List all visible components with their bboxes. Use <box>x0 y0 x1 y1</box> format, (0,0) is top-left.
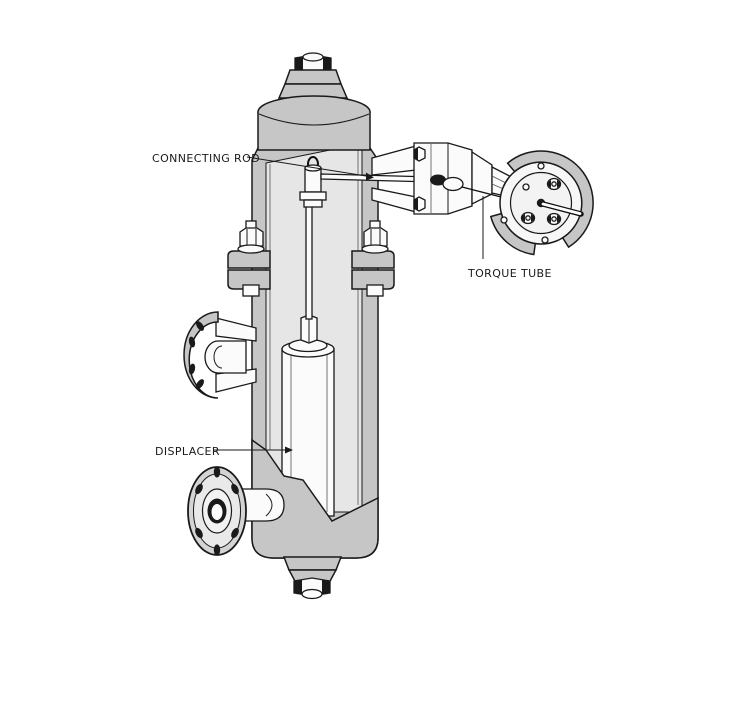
nozzle-neck-top <box>215 317 257 342</box>
mid-flange <box>227 220 395 297</box>
nozzle-neck-bottom <box>215 368 257 393</box>
hanger-flange <box>299 191 327 201</box>
inner-hole <box>522 183 530 191</box>
flange-bolt <box>546 212 562 226</box>
bolt-shade <box>522 214 525 222</box>
bolt-shade <box>557 180 560 188</box>
bolt-shade <box>548 215 551 223</box>
nozzle-bolt-hole <box>196 379 204 389</box>
nozzle-bore <box>204 340 247 374</box>
hanger-rod <box>305 198 313 320</box>
flange-slab-left-upper <box>227 250 271 269</box>
pivot-knife-edge <box>430 174 446 186</box>
washer-left <box>237 244 265 254</box>
leader-arrow-displacer <box>285 446 293 454</box>
bolt-hole <box>213 466 221 478</box>
bolt-hole <box>195 483 203 495</box>
label-connecting-rod: CONNECTING ROD <box>152 152 260 165</box>
label-torque-tube: TORQUE TUBE <box>467 267 552 280</box>
nozzle-bore-arc <box>213 345 223 369</box>
head-shell <box>257 112 371 151</box>
nut-left <box>239 227 264 247</box>
bolt-shade <box>548 180 551 188</box>
arm-plate-top <box>371 145 417 176</box>
nozzle-flange-ring <box>183 311 219 399</box>
leader-arrow-connecting-rod <box>366 172 374 181</box>
drain-plug-tip <box>301 588 323 600</box>
bolt-hole <box>231 483 239 495</box>
flange-neck <box>241 488 285 522</box>
center-bore <box>211 504 223 520</box>
arm-taper <box>471 150 493 206</box>
nut-right <box>363 227 388 247</box>
clamp-bolt-bottom-shade <box>414 198 418 210</box>
nozzle-bolt-hole <box>188 363 196 375</box>
label-displacer: DISPLACER <box>155 445 220 458</box>
clamp-collar-arc-top <box>506 150 594 249</box>
nozzle-bolt-hole <box>188 336 196 348</box>
flange-bolt <box>520 211 536 225</box>
ring-hole <box>541 236 549 244</box>
clamp-collar-arc-bottom <box>489 212 537 256</box>
bolt-hole <box>213 544 221 556</box>
torque-rod <box>461 186 506 199</box>
drain-boss <box>282 556 343 571</box>
head-weld-line <box>258 113 370 126</box>
upper-left-nozzle <box>183 311 257 399</box>
lower-left-flange <box>187 466 285 556</box>
bolt-center <box>551 216 557 222</box>
torque-tube-flange <box>489 150 594 256</box>
bolt-shade <box>557 215 560 223</box>
vent-plug-top <box>302 52 324 62</box>
vessel-top <box>257 52 371 151</box>
flange-slab-right-upper <box>351 250 395 269</box>
ring-hole <box>500 216 508 224</box>
rod-fill <box>541 202 582 216</box>
bolt-center <box>525 215 531 221</box>
washer-right <box>361 244 389 254</box>
drain-hex-shade-right <box>322 579 330 595</box>
bolt-center <box>551 181 557 187</box>
vessel-bottom-cutface <box>251 438 379 559</box>
flange-bolt <box>546 177 562 191</box>
bolt-hole <box>195 527 203 539</box>
drain-hex-shade-left <box>294 579 302 595</box>
clamp-bolt-top-shade <box>414 148 418 160</box>
bottom-drain <box>282 556 343 600</box>
annotations: CONNECTING ROD TORQUE TUBE DISPLACER <box>152 152 552 458</box>
ring-hole <box>537 162 545 170</box>
nozzle-bolt-hole <box>196 321 204 331</box>
bolt-hole <box>231 527 239 539</box>
flange-slab-right-lower <box>351 269 395 290</box>
lower-nut-right <box>366 284 384 297</box>
flange-neck-arc <box>265 493 273 517</box>
vent-boss-upper <box>283 69 343 85</box>
bolt-shade <box>531 214 534 222</box>
leader-connecting-rod <box>246 156 367 177</box>
lower-nut-left <box>242 284 260 297</box>
pivot-knob <box>442 176 464 192</box>
hanger-nut <box>303 199 323 208</box>
